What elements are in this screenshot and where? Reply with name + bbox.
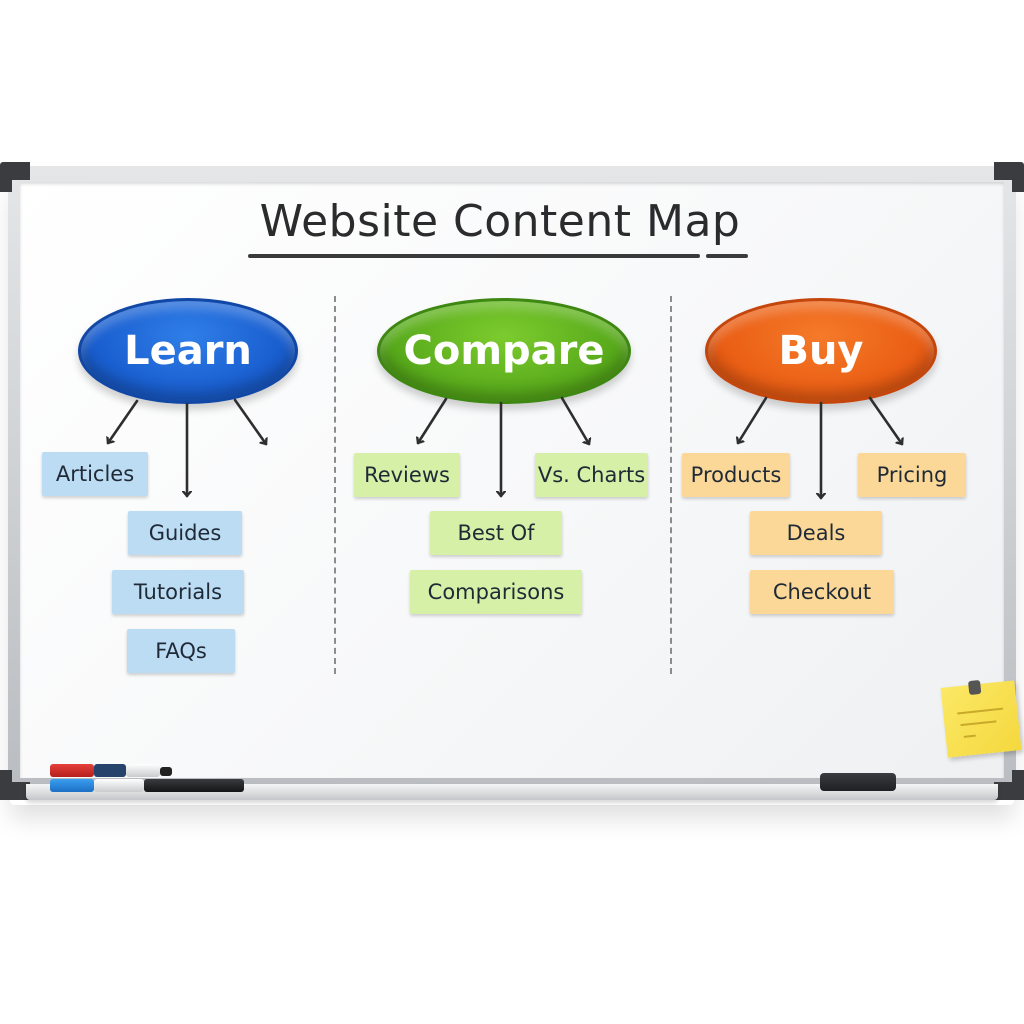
- marker-tray: [26, 784, 998, 800]
- title-underline: [248, 254, 700, 258]
- card-label: Best Of: [457, 521, 535, 545]
- card-reviews: Reviews: [354, 453, 460, 497]
- sticky-note: [940, 679, 1022, 758]
- card-label: Tutorials: [133, 580, 223, 604]
- red-marker-body: [126, 764, 160, 777]
- card-label: Checkout: [772, 580, 872, 604]
- card-checkout: Checkout: [750, 570, 894, 614]
- sticky-line: [957, 707, 1004, 714]
- title-underline-tail: [706, 254, 748, 258]
- page-title: Website Content Map: [259, 196, 741, 247]
- card-label: FAQs: [155, 639, 207, 663]
- card-vs-charts: Vs. Charts: [535, 453, 648, 497]
- card-guides: Guides: [128, 511, 242, 555]
- card-label: Deals: [786, 521, 846, 545]
- card-label: Products: [690, 463, 782, 487]
- card-label: Comparisons: [427, 580, 565, 604]
- card-articles: Articles: [42, 452, 148, 496]
- card-comparisons: Comparisons: [410, 570, 582, 614]
- buy-category-oval: Buy: [705, 298, 937, 404]
- card-label: Reviews: [364, 463, 450, 487]
- black-marker[interactable]: [144, 779, 244, 792]
- learn-category-oval: Learn: [78, 298, 298, 404]
- card-tutorials: Tutorials: [112, 570, 244, 614]
- column-divider-2: [670, 296, 672, 674]
- whiteboard-surface: [20, 182, 1004, 778]
- red-marker-cap[interactable]: [50, 764, 94, 777]
- card-faqs: FAQs: [127, 629, 235, 673]
- compare-label: Compare: [403, 328, 605, 374]
- blue-marker-body: [94, 779, 144, 792]
- card-products: Products: [682, 453, 790, 497]
- magnet-pin-icon: [967, 679, 982, 696]
- card-deals: Deals: [750, 511, 882, 555]
- red-marker-tip: [160, 767, 172, 776]
- sticky-line: [960, 720, 997, 726]
- card-label: Pricing: [876, 463, 948, 487]
- card-label: Guides: [148, 521, 222, 545]
- card-label: Articles: [55, 462, 135, 486]
- card-pricing: Pricing: [858, 453, 966, 497]
- compare-category-oval: Compare: [377, 298, 631, 404]
- column-divider-1: [334, 296, 336, 674]
- buy-label: Buy: [778, 328, 864, 374]
- card-label: Vs. Charts: [537, 463, 646, 487]
- blue-marker-cap[interactable]: [50, 779, 94, 792]
- card-best-of: Best Of: [430, 511, 562, 555]
- sticky-line: [963, 734, 976, 738]
- learn-label: Learn: [124, 328, 252, 374]
- whiteboard-eraser[interactable]: [820, 773, 896, 791]
- red-marker-band: [94, 764, 126, 777]
